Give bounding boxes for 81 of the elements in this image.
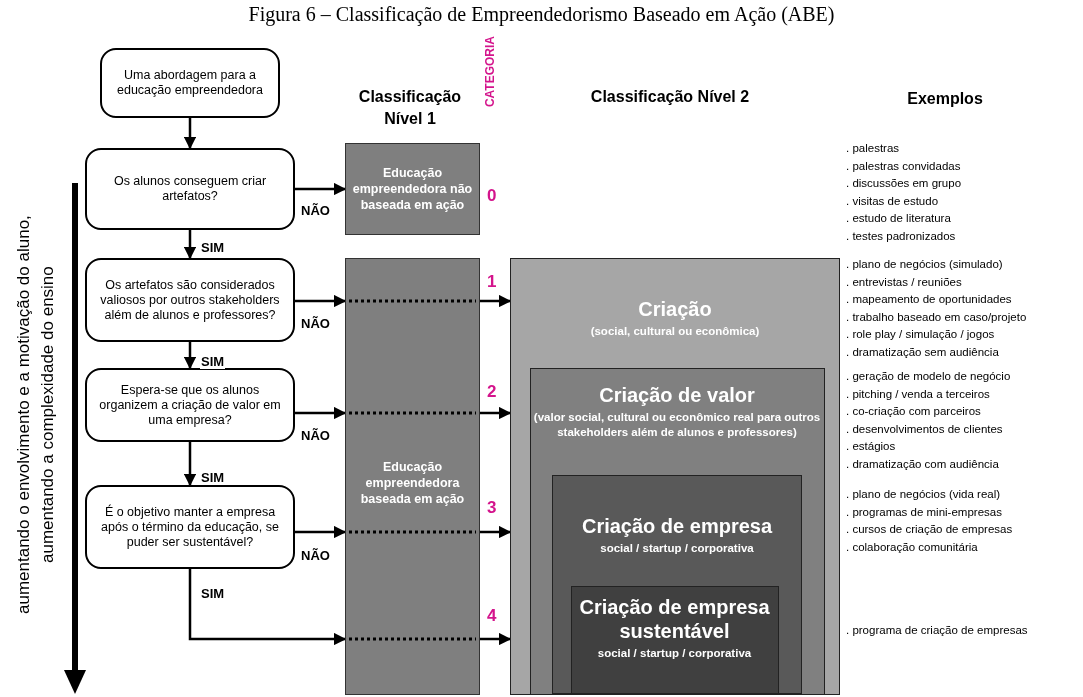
node-label: Criação de valor <box>599 382 755 407</box>
arrow <box>183 118 197 150</box>
example-item: . geração de modelo de negócio <box>846 369 1011 384</box>
example-item: . entrevistas / reuniões <box>846 274 962 290</box>
figure-title: Figura 6 – Classificação de Empreendedorismo Baseado em Ação (ABE) <box>247 3 836 26</box>
category-number: 3 <box>487 498 497 518</box>
arrow <box>480 294 512 308</box>
category-number: 2 <box>487 382 497 402</box>
example-item: . programas de mini-empresas <box>846 504 1002 520</box>
node-label: Os artefatos são considerados valiosos por outros stakeholders além de alunos e professores? <box>99 277 281 323</box>
node-subtitle: social / startup / corporativa <box>597 645 752 661</box>
node-subtitle: (social, cultural ou econômica) <box>590 324 760 339</box>
node-label: Criação de empresa sustentável <box>578 594 771 643</box>
arrow <box>480 525 512 539</box>
edge-label: SIM <box>200 240 226 255</box>
node-label: É o objetivo manter a empresa após o término da educação, se puder ser sustentável? <box>100 504 280 550</box>
node-subtitle: social / startup / corporativa <box>600 541 754 556</box>
example-item: . plano de negócios (vida real) <box>846 487 1001 502</box>
process-box <box>85 485 295 569</box>
example-item: . testes padronizados <box>846 228 956 244</box>
example-item: . desenvolvimentos de clientes <box>846 421 1003 437</box>
category-box <box>510 258 840 695</box>
arrow <box>295 525 347 539</box>
arrow <box>295 182 347 196</box>
arrow <box>183 342 197 370</box>
category-box <box>345 143 480 235</box>
example-item: . co-criação com parceiros <box>846 404 981 419</box>
arrow <box>480 632 512 646</box>
edge-label: NÃO <box>300 316 331 331</box>
column-heading: Exemplos <box>906 89 984 109</box>
node-label: Os alunos conseguem criar artefatos? <box>112 174 268 204</box>
node-label: Educação empreendedora não baseada em ação <box>351 165 474 213</box>
category-box <box>529 367 825 695</box>
column-heading: Classificação Nível 1 <box>357 87 463 129</box>
example-item: . mapeamento de oportunidades <box>846 292 1012 307</box>
node-label: Educação empreendedora baseada em ação <box>359 459 466 507</box>
node-label: Criação de empresa <box>581 514 773 538</box>
example-item: . estágios <box>846 439 896 454</box>
edge-label: SIM <box>200 470 226 485</box>
example-item: . trabalho baseado em caso/projeto <box>846 309 1027 325</box>
category-number: 1 <box>487 272 497 292</box>
column-heading: CATEGORIA <box>483 36 497 108</box>
edge-label: NÃO <box>300 203 331 218</box>
example-item: . discussões em grupo <box>846 176 962 191</box>
node-label: Espera-se que os alunos organizem a criação de valor em uma empresa? <box>98 382 282 428</box>
process-box <box>85 368 295 442</box>
category-box <box>345 258 480 695</box>
example-item: . visitas de estudo <box>846 193 939 209</box>
node-subtitle: (valor social, cultural ou econômico real para outros stakeholders além de alunos e professores) <box>532 409 822 440</box>
edge-label: NÃO <box>300 428 331 443</box>
arrow <box>188 569 347 646</box>
category-number: 4 <box>487 606 497 626</box>
example-item: . estudo de literatura <box>846 211 951 226</box>
process-box <box>85 148 295 230</box>
example-item: . dramatização com audiência <box>846 456 999 472</box>
arrow <box>183 442 197 487</box>
axis-caption: aumentando o envolvimento e a motivação do aluno, aumentando a complexidade do ensino <box>13 214 58 617</box>
process-box <box>85 258 295 342</box>
column-heading: Classificação Nível 2 <box>589 87 751 107</box>
example-item: . colaboração comunitária <box>846 539 978 555</box>
edge-label: NÃO <box>300 548 331 563</box>
edge-label: SIM <box>200 354 226 369</box>
example-item: . programa de criação de empresas <box>846 623 1028 638</box>
example-item: . cursos de criação de empresas <box>846 522 1013 537</box>
example-item: . palestras convidadas <box>846 158 961 174</box>
node-label: Uma abordagem para a educação empreendedora <box>116 68 264 98</box>
arrow <box>183 230 197 260</box>
process-box <box>100 48 280 118</box>
arrow <box>295 294 347 308</box>
arrow <box>480 406 512 420</box>
category-box <box>552 475 802 694</box>
arrow <box>295 406 347 420</box>
node-label: Criação <box>638 297 712 321</box>
example-item: . dramatização sem audiência <box>846 344 999 360</box>
example-item: . role play / simulação / jogos <box>846 327 995 342</box>
edge-label: SIM <box>200 586 226 601</box>
example-item: . pitching / venda a terceiros <box>846 386 990 402</box>
category-number: 0 <box>487 186 497 206</box>
example-item: . plano de negócios (simulado) <box>846 257 1003 272</box>
category-box <box>570 585 779 694</box>
example-item: . palestras <box>846 141 900 156</box>
